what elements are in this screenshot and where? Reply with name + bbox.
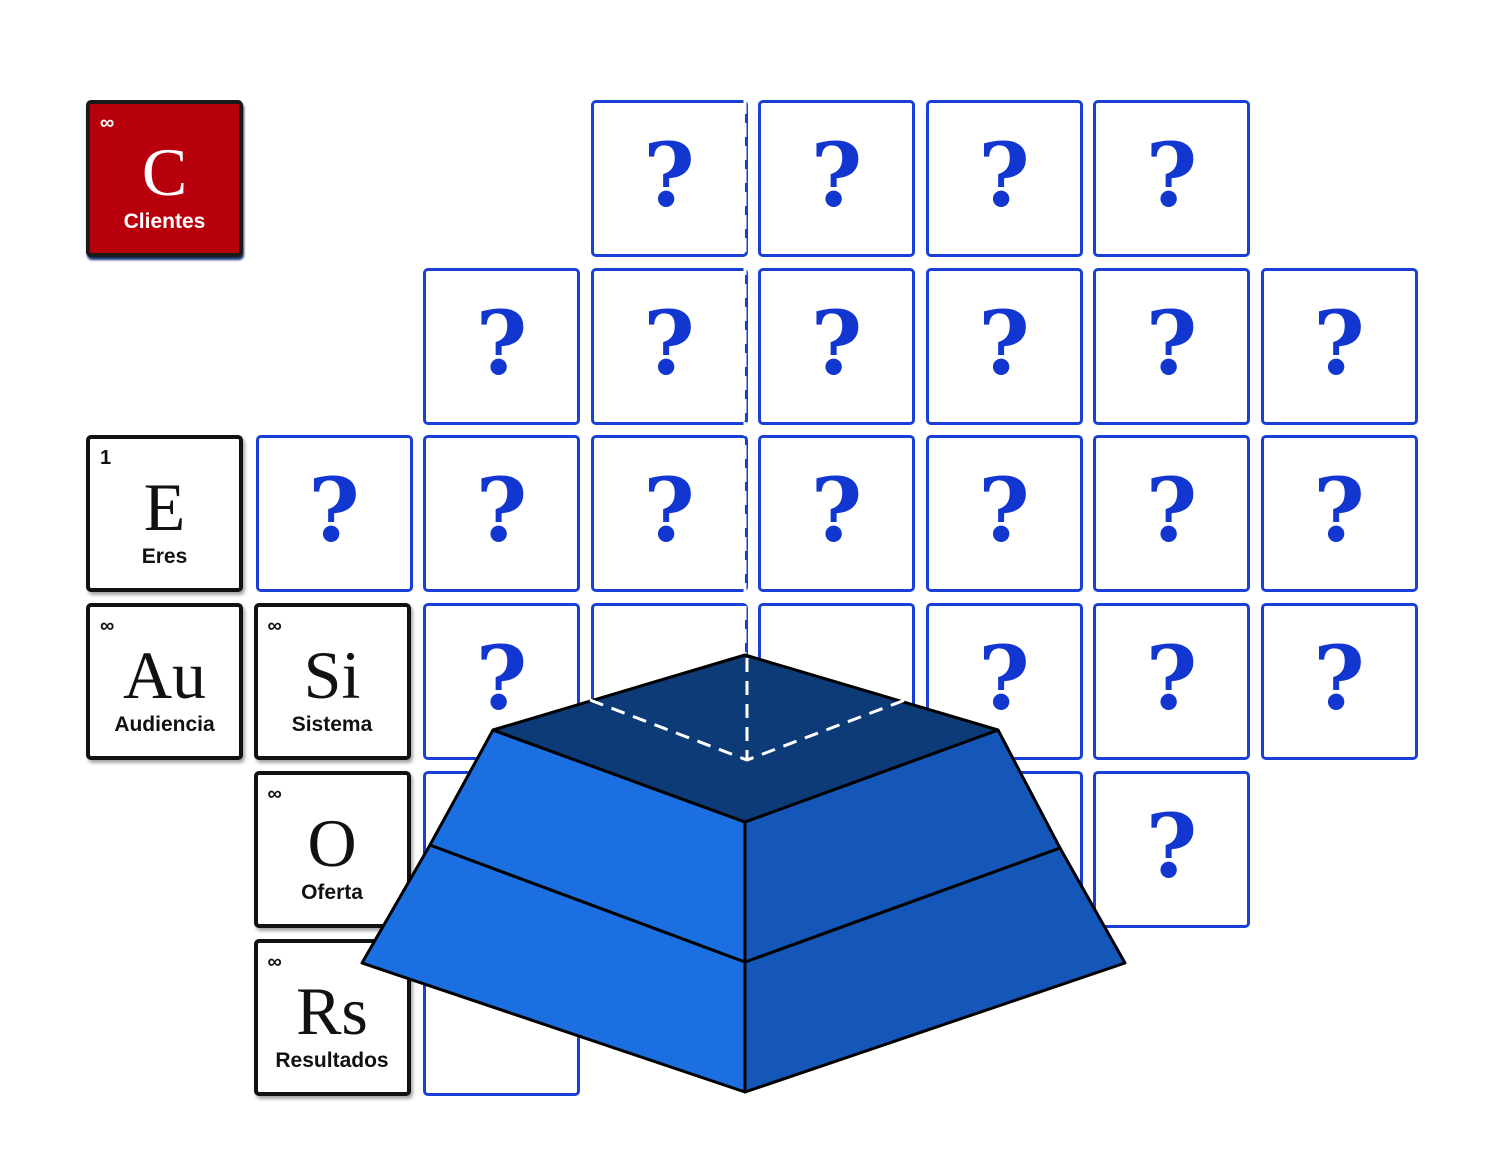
unknown-cell: ? [925, 100, 1083, 257]
question-mark: ? [978, 123, 1030, 227]
unknown-cell: ? [1093, 603, 1250, 761]
element-number: ∞ [100, 615, 115, 638]
question-mark: ? [1145, 458, 1198, 563]
element-number: 1 [100, 447, 112, 470]
question-mark: ? [1313, 626, 1365, 731]
question-mark: ? [475, 290, 528, 395]
question-mark: ? [810, 458, 863, 563]
element-symbol: Rs [296, 972, 368, 1049]
question-mark: ? [1145, 626, 1198, 731]
question-mark: ? [1313, 458, 1365, 563]
unknown-cell: ? [758, 100, 915, 257]
element-name: Eres [141, 545, 188, 569]
question-mark: ? [978, 290, 1030, 395]
unknown-cell: ? [1093, 770, 1250, 928]
element-name: Resultados [275, 1048, 389, 1072]
unknown-cell: ? [1260, 267, 1418, 425]
unknown-cell: ? [1260, 435, 1418, 593]
question-mark: ? [1145, 123, 1198, 227]
question-mark: ? [475, 626, 528, 731]
question-mark: ? [810, 123, 863, 227]
element-name: Sistema [291, 713, 373, 737]
element-name: Oferta [301, 880, 363, 904]
question-mark: ? [308, 458, 360, 563]
unknown-cell: ? [590, 267, 748, 425]
question-mark: ? [643, 123, 695, 227]
question-mark: ? [978, 626, 1030, 731]
unknown-cell: ? [925, 267, 1083, 425]
unknown-cell: ? [925, 435, 1083, 593]
element-number: ∞ [267, 615, 282, 638]
question-mark: ? [1145, 793, 1198, 898]
question-mark: ? [643, 290, 695, 395]
unknown-cell: ? [1093, 100, 1250, 257]
question-mark: ? [810, 290, 863, 395]
element-number: ∞ [267, 950, 282, 973]
question-mark: ? [1145, 290, 1198, 395]
element-name: Clientes [123, 210, 206, 233]
element-number: ∞ [267, 782, 282, 805]
element-symbol: C [141, 134, 188, 210]
unknown-cell: ? [590, 435, 748, 593]
unknown-cell: ? [1093, 267, 1250, 425]
element-name: Audiencia [114, 713, 215, 737]
question-mark: ? [475, 458, 528, 563]
element-symbol: Au [122, 637, 207, 714]
question-mark: ? [643, 458, 695, 563]
pyramid-dashed-edges [589, 658, 906, 762]
element-symbol: E [143, 469, 186, 546]
question-mark: ? [1313, 290, 1365, 395]
question-mark: ? [978, 458, 1030, 563]
element-symbol: O [307, 804, 357, 881]
unknown-cell: ? [255, 435, 413, 593]
unknown-cell: ? [925, 603, 1083, 761]
element-number: ∞ [100, 112, 115, 134]
unknown-cell: ? [423, 435, 580, 593]
unknown-cell: ? [590, 100, 748, 257]
unknown-cell: ? [758, 435, 915, 593]
unknown-cell: ? [1260, 603, 1418, 761]
unknown-cell: ? [1093, 435, 1250, 593]
unknown-cell: ? [423, 267, 580, 425]
unknown-cell: ? [758, 267, 915, 425]
element-symbol: Si [303, 637, 361, 714]
